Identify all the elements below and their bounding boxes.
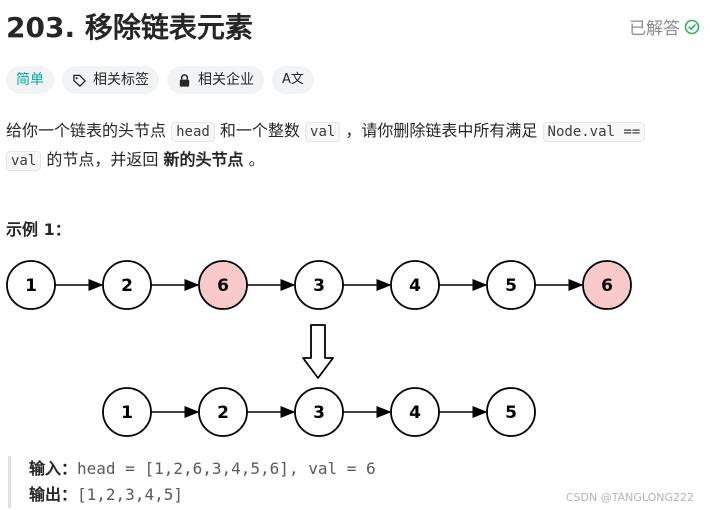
code-node-val: Node.val == (542, 122, 646, 142)
title-row: 203. 移除链表元素 已解答 (6, 8, 702, 48)
difficulty-label: 简单 (16, 72, 44, 88)
input-node-6 (582, 260, 632, 310)
desc-text-4: 的节点，并返回 (46, 150, 159, 169)
check-circle-icon (684, 19, 700, 34)
output-node-1 (198, 387, 248, 437)
output-node-0 (102, 387, 152, 437)
desc-text-3: ，请你删除链表中所有满足 (345, 121, 538, 140)
output-value: [1,2,3,4,5] (77, 485, 183, 504)
desc-strong: 新的头节点 (163, 150, 244, 169)
output-node-label-4: 5 (505, 403, 517, 423)
code-val-2: val (6, 151, 42, 171)
output-node-2 (294, 387, 344, 437)
topics-label: 相关标签 (93, 72, 149, 88)
translate-icon: A文 (282, 72, 304, 87)
solved-label: 已解答 (629, 19, 680, 39)
watermark: CSDN @TANGLONG222 (565, 491, 694, 504)
input-node-label-4: 4 (409, 276, 421, 296)
desc-text-2: 和一个整数 (219, 121, 300, 140)
problem-title: 203. 移除链表元素 (6, 11, 253, 44)
code-val: val (305, 122, 341, 142)
input-node-label-1: 2 (121, 276, 133, 296)
example-io: 输入：head = [1,2,6,3,4,5,6], val = 6 输出：[1… (8, 456, 376, 508)
down-arrow-icon (302, 324, 334, 379)
input-node-label-2: 6 (217, 276, 229, 296)
input-node-label-6: 6 (601, 276, 613, 296)
companies-label: 相关企业 (198, 72, 254, 88)
example-label: 示例 1： (6, 220, 71, 239)
translate-button[interactable]: A文 (272, 66, 314, 94)
input-node-2 (198, 260, 248, 310)
linked-list-diagram: 1 2 6 3 4 5 6 1 2 3 4 5 (6, 260, 632, 437)
input-node-label-0: 1 (25, 276, 37, 296)
input-node-3 (294, 260, 344, 310)
input-node-0 (6, 260, 56, 310)
input-key: 输入： (29, 459, 78, 478)
example-output: 输出：[1,2,3,4,5] (29, 482, 376, 508)
output-node-label-2: 3 (313, 403, 325, 423)
input-value: head = [1,2,6,3,4,5,6], val = 6 (77, 459, 376, 478)
output-node-label-1: 2 (217, 403, 229, 423)
input-list-row: 1 2 6 3 4 5 6 (6, 260, 632, 310)
output-list-row: 1 2 3 4 5 (102, 387, 536, 437)
desc-text-5: 。 (248, 150, 265, 169)
companies-tag-button[interactable]: 相关企业 (167, 66, 264, 94)
lock-icon (179, 73, 190, 87)
problem-description: 给你一个链表的头节点 head 和一个整数 val ，请你删除链表中所有满足 N… (6, 117, 696, 175)
code-head: head (171, 122, 215, 142)
output-key: 输出： (29, 485, 78, 504)
example-input: 输入：head = [1,2,6,3,4,5,6], val = 6 (29, 456, 376, 482)
solved-status: 已解答 (629, 14, 700, 39)
topics-tag-button[interactable]: 相关标签 (62, 66, 159, 94)
input-node-4 (390, 260, 440, 310)
desc-text-1: 给你一个链表的头节点 (6, 121, 167, 140)
tag-bar: 简单 相关标签 相关企业 A文 (6, 66, 314, 94)
tag-icon (73, 74, 86, 87)
output-node-4 (486, 387, 536, 437)
input-node-label-3: 3 (313, 276, 325, 296)
input-node-1 (102, 260, 152, 310)
output-node-3 (390, 387, 440, 437)
input-node-5 (486, 260, 536, 310)
output-node-label-3: 4 (409, 403, 421, 423)
difficulty-tag[interactable]: 简单 (6, 66, 54, 94)
input-node-label-5: 5 (505, 276, 517, 296)
output-node-label-0: 1 (121, 403, 133, 423)
